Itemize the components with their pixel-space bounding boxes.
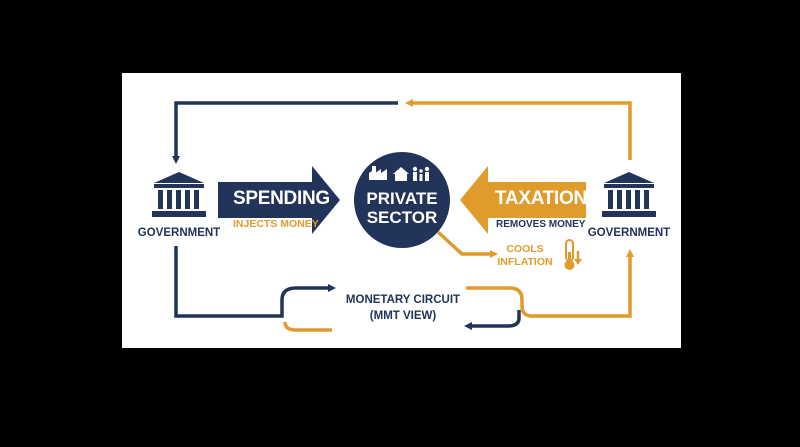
government-building-icon — [602, 172, 656, 217]
injects-money-caption: INJECTS MONEY — [233, 218, 319, 230]
spending-label: SPENDING — [233, 188, 330, 209]
factory-icon — [369, 166, 387, 180]
taxation-label: TAXATION — [495, 188, 587, 209]
monetary-circuit-label: MONETARY CIRCUIT (MMT VIEW) — [346, 292, 460, 324]
thermometer-down-icon — [564, 239, 582, 270]
spending-arrow — [218, 166, 340, 234]
private-sector-line2: SECTOR — [366, 208, 438, 227]
bottom-loop-navy-right — [464, 310, 521, 330]
family-icon — [412, 166, 430, 181]
private-sector-line1: PRIVATE — [366, 189, 438, 208]
government-left-label: GOVERNMENT — [137, 227, 221, 239]
cools-inflation-line2: INFLATION — [497, 256, 553, 268]
government-right-label: GOVERNMENT — [587, 227, 671, 239]
house-icon — [393, 167, 409, 181]
top-loop-navy — [172, 101, 398, 164]
cools-inflation-line1: COOLS — [506, 243, 544, 255]
government-building-icon — [152, 172, 206, 217]
inflation-arrow — [436, 230, 498, 258]
taxation-arrow — [460, 166, 586, 234]
removes-money-caption: REMOVES MONEY — [496, 219, 586, 230]
monetary-circuit-line2: (MMT VIEW) — [369, 310, 437, 322]
top-loop-gold — [405, 99, 632, 160]
cools-inflation-label: COOLS INFLATION — [497, 243, 552, 269]
bottom-loop-gold-left — [283, 321, 332, 332]
bottom-loop-gold-right — [466, 249, 634, 318]
private-sector-label: PRIVATE SECTOR — [366, 189, 437, 227]
monetary-circuit-line1: MONETARY CIRCUIT — [345, 294, 461, 306]
bottom-loop-navy — [174, 246, 336, 318]
